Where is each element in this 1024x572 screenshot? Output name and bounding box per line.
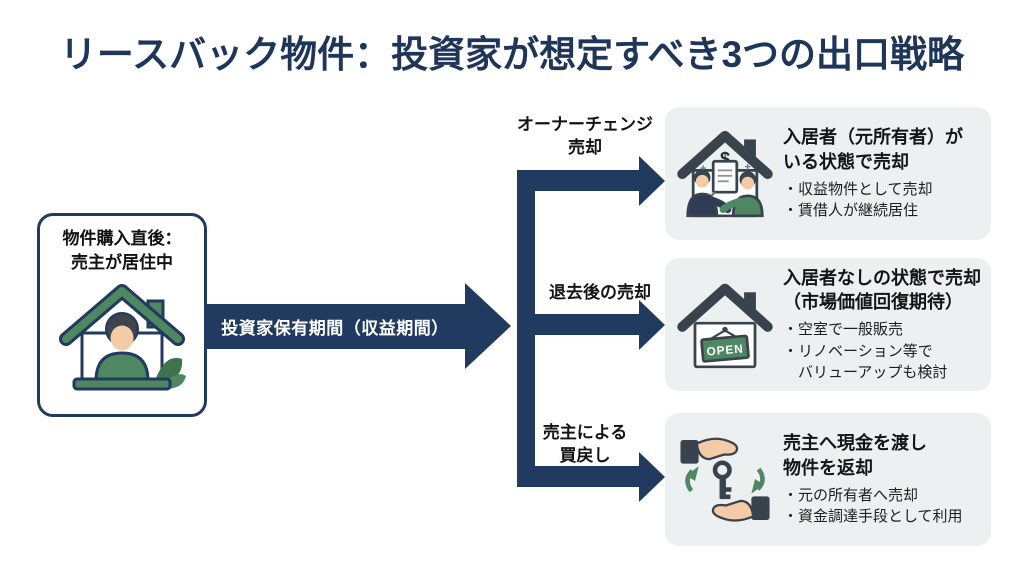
- card-bullet: ・リノベーション等で バリューアップも検討: [783, 342, 948, 381]
- open-sign-label: OPEN: [706, 341, 744, 358]
- main-arrow-label: 投資家保有期間（収益期間）: [221, 319, 449, 338]
- branch-label-buyback: 売主による 買戻し: [542, 423, 628, 466]
- branch-arrowhead-buyback-icon: [639, 452, 665, 502]
- house-sale-handshake-icon: $ + +: [677, 130, 773, 217]
- house-open-sign-icon: OPEN: [677, 283, 773, 368]
- branch-arrow-after-vacancy: [517, 314, 639, 335]
- card-bullet: ・空室で一般販売: [783, 321, 904, 339]
- card-owner-change-sale: $ + + 入居者（元所有者）が いる状態で売却 ・収益物件として売却 ・賃借人…: [665, 107, 991, 240]
- card-sale-after-vacancy: OPEN 入居者なしの状態で売却 （市場価値回復期待） ・空室で一般販売 ・リノ…: [665, 258, 991, 391]
- branch-arrow-buyback: [517, 466, 639, 487]
- card-bullet: ・資金調達手段として利用: [783, 508, 963, 526]
- main-arrow: 投資家保有期間（収益期間）: [205, 304, 465, 349]
- card-title: 売主へ現金を渡し 物件を返却: [783, 433, 927, 478]
- branch-arrowhead-owner-change-icon: [639, 156, 665, 206]
- svg-text:+: +: [700, 163, 706, 175]
- card-title: 入居者（元所有者）が いる状態で売却: [783, 127, 963, 172]
- card-seller-buyback: 売主へ現金を渡し 物件を返却 ・元の所有者へ売却 ・資金調達手段として利用: [665, 413, 991, 546]
- svg-text:+: +: [745, 161, 751, 173]
- card-title: 入居者なしの状態で売却 （市場価値回復期待）: [783, 267, 981, 313]
- page-title: リースバック物件：投資家が想定すべき3つの出口戦略: [59, 34, 965, 75]
- dollar-sign-icon: $: [720, 148, 730, 168]
- card-bullet: ・賃借人が継続居住: [783, 202, 919, 220]
- branch-arrow-owner-change: [517, 170, 639, 191]
- branch-arrowhead-after-vacancy-icon: [639, 300, 665, 350]
- start-box-label: 物件購入直後： 売主が居住中: [62, 229, 182, 272]
- start-box: 物件購入直後： 売主が居住中: [37, 213, 207, 417]
- house-resident-icon: [59, 283, 186, 391]
- main-arrow-head-icon: [465, 283, 511, 369]
- card-bullet: ・元の所有者へ売却: [783, 487, 919, 504]
- branch-label-after-vacancy: 退去後の売却: [549, 283, 651, 302]
- key-handover-icon: [680, 437, 770, 522]
- branch-label-owner-change: オーナーチェンジ 売却: [517, 115, 653, 158]
- card-bullet: ・収益物件として売却: [783, 181, 933, 198]
